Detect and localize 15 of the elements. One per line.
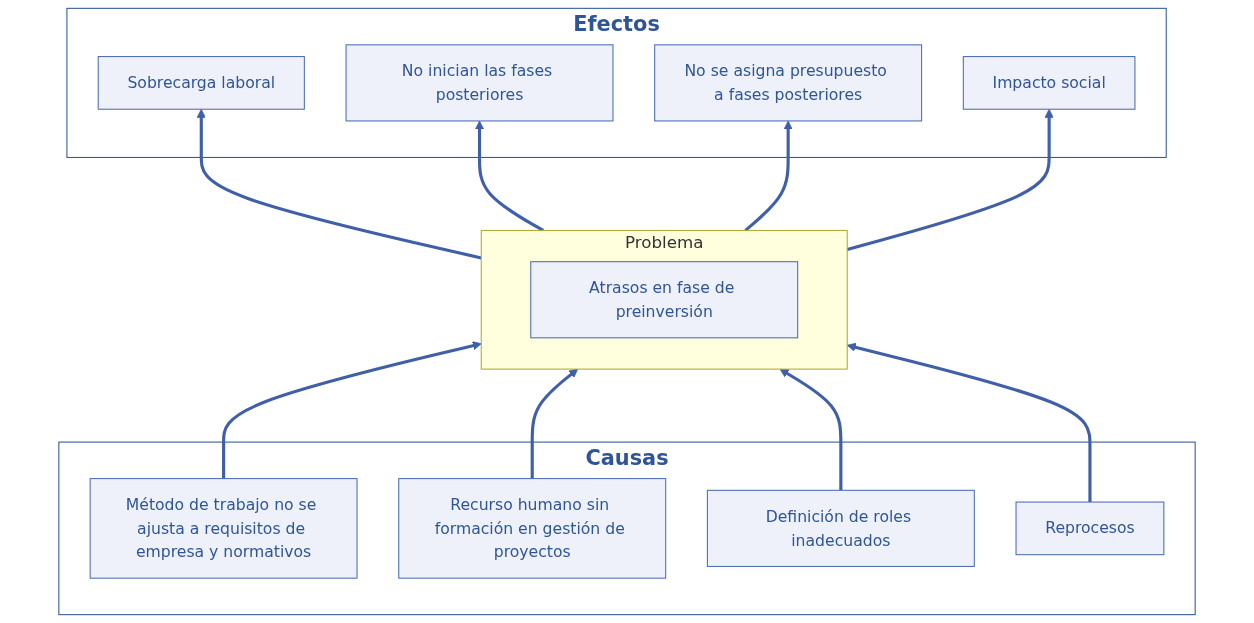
node-box: No inician las fases posteriores	[345, 44, 614, 122]
arrow	[222, 341, 482, 479]
node-box: Recurso humano sin formación en gestión de proyectos	[398, 478, 667, 579]
arrow	[474, 120, 544, 232]
arrow	[530, 368, 579, 479]
arrow	[744, 120, 793, 232]
node-box: Impacto social	[962, 56, 1136, 110]
node-box: Sobrecarga laboral	[97, 56, 305, 110]
arrow	[196, 108, 482, 260]
node-box: Reprocesos	[1015, 501, 1165, 556]
node-box: Definición de roles inadecuados	[706, 489, 975, 567]
arrow	[779, 368, 843, 491]
node-box: Método de trabajo no se ajusta a requisitos de empresa y normativos	[89, 478, 358, 579]
node-box: Atrasos en fase de preinversión	[530, 261, 799, 339]
node-box: No se asigna presupuesto a fases posteriores	[654, 44, 923, 122]
